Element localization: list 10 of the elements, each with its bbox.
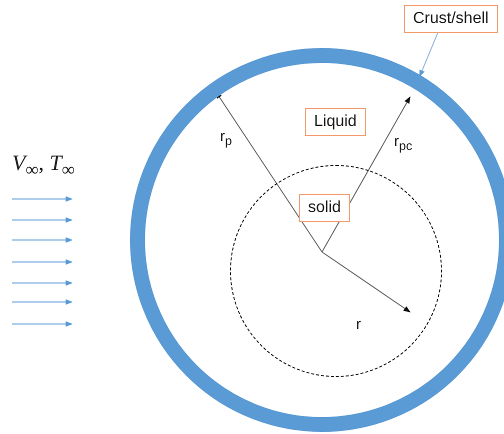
radius-label: r$_{p}$ [220,128,232,148]
leader-line [419,32,438,78]
label-box: solid [299,194,350,222]
radius-label: r [356,316,361,333]
label-box: Crust/shell [404,5,498,33]
radius-label: r$_{pc}$ [394,133,412,153]
label-box: Liquid [305,108,366,136]
dashed-circle [230,165,442,377]
flow-condition-label: V$_{∞}$, T$_{∞}$ [12,150,75,180]
crust-ring [130,48,504,432]
